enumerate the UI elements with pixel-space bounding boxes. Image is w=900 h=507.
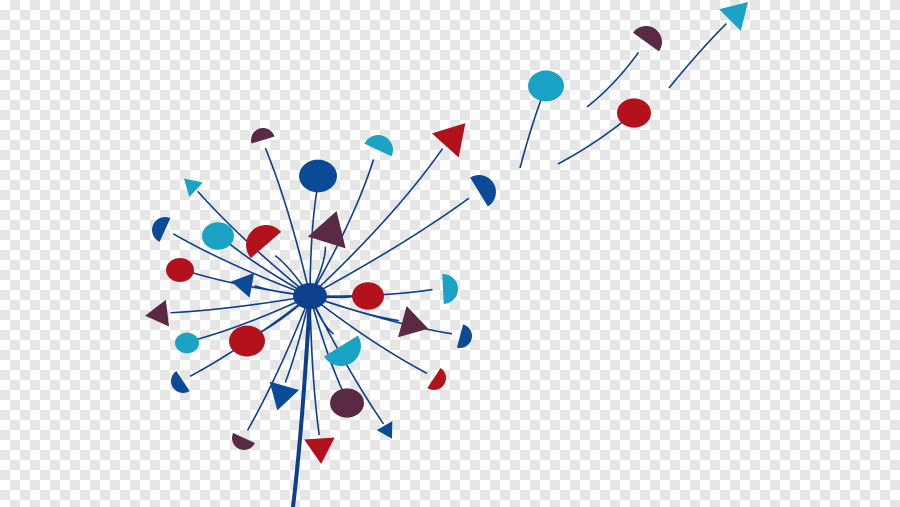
seed-head-15 xyxy=(229,325,265,357)
flying-filament-0 xyxy=(519,99,542,169)
seed-head-2 xyxy=(364,135,393,157)
seed-head-14 xyxy=(145,299,170,327)
seed-head-13 xyxy=(442,274,458,304)
seed-head-1 xyxy=(299,159,337,193)
seed-head-11 xyxy=(231,272,255,298)
seed-head-5 xyxy=(183,178,203,197)
seed-head-10 xyxy=(166,257,194,283)
seed-head-8 xyxy=(307,211,346,249)
seed-head-flying-0 xyxy=(528,70,564,102)
seed-filament-14 xyxy=(170,295,311,314)
seed-filament-17 xyxy=(309,295,453,335)
flying-filament-3 xyxy=(668,23,727,89)
seed-filament-4 xyxy=(309,197,470,297)
seed-head-flying-2 xyxy=(617,98,651,128)
seed-head-18 xyxy=(175,332,199,354)
seed-head-7 xyxy=(246,225,282,259)
seed-head-22 xyxy=(269,381,300,411)
seed-filament-2 xyxy=(309,159,375,297)
seed-filament-3 xyxy=(309,147,444,297)
seed-head-16 xyxy=(397,305,429,338)
seed-head-26 xyxy=(304,437,335,464)
seed-head-21 xyxy=(427,367,446,390)
seed-head-12 xyxy=(352,282,384,310)
seed-filament-0 xyxy=(264,147,311,297)
seed-head-9 xyxy=(152,217,171,242)
seed-head-6 xyxy=(202,222,234,250)
seed-head-20 xyxy=(171,371,190,393)
seed-head-4 xyxy=(470,175,497,207)
seed-filament-26 xyxy=(309,295,321,436)
flower-center xyxy=(293,283,327,309)
flying-filament-2 xyxy=(557,120,624,165)
dandelion-stem xyxy=(170,23,727,507)
dandelion-seeds xyxy=(145,1,749,464)
main-stalk xyxy=(291,298,312,507)
seed-filament-24 xyxy=(246,295,311,431)
seed-head-17 xyxy=(456,324,473,348)
seed-head-19 xyxy=(324,335,361,366)
seed-head-0 xyxy=(250,127,275,144)
seed-head-flying-3 xyxy=(719,1,749,31)
seed-filament-21 xyxy=(309,295,428,375)
seed-head-23 xyxy=(330,388,364,418)
seed-head-25 xyxy=(376,421,393,439)
seed-filament-9 xyxy=(172,233,311,297)
seed-head-flying-1 xyxy=(633,26,662,52)
seed-head-24 xyxy=(232,432,255,450)
flying-filament-1 xyxy=(586,51,640,108)
seed-filament-25 xyxy=(309,295,385,425)
dandelion-center xyxy=(293,283,327,309)
seed-head-3 xyxy=(431,123,466,158)
seed-filament-23 xyxy=(309,295,344,393)
seed-filament-1 xyxy=(309,189,318,297)
